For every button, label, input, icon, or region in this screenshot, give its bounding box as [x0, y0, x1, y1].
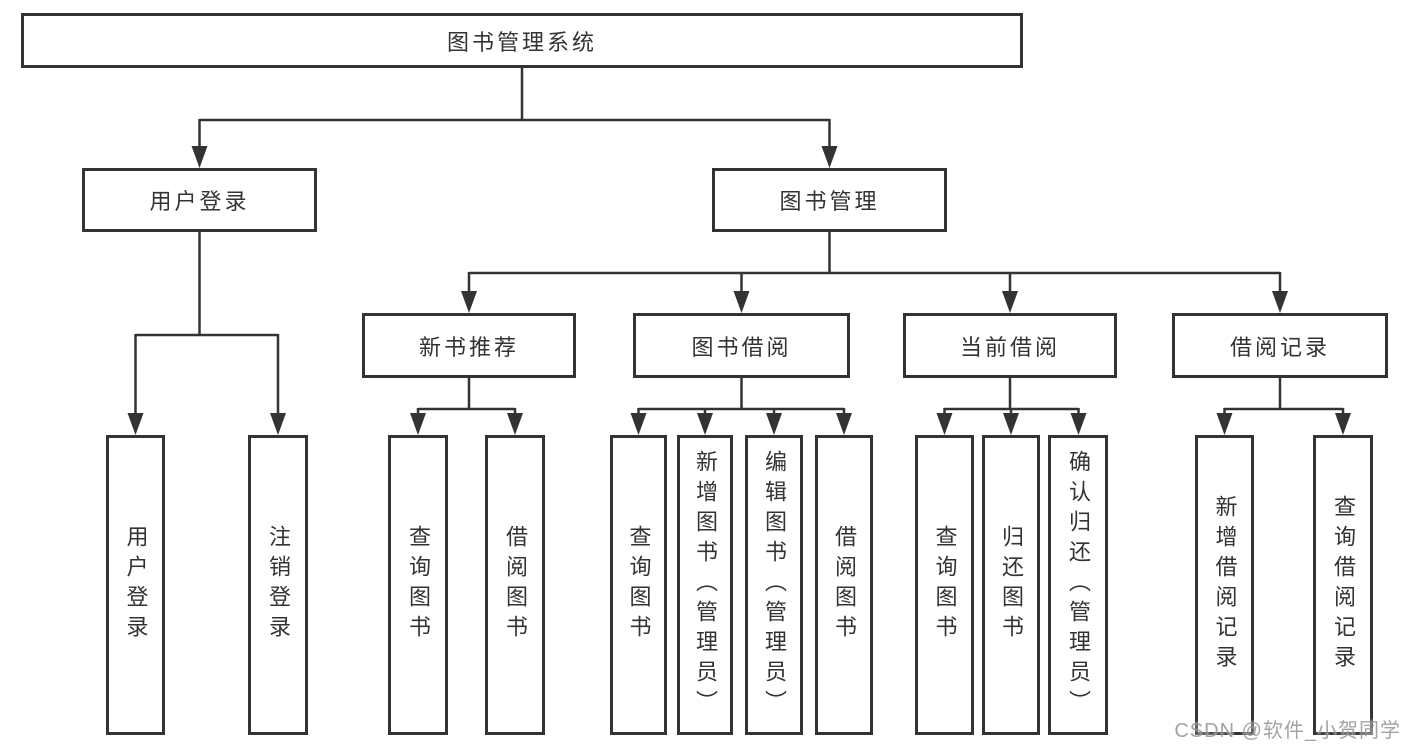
node-user-login: 用户登录: [82, 168, 317, 232]
node-logout: 注销登录: [248, 435, 308, 735]
node-borrow-books: 借阅图书: [815, 435, 873, 735]
node-label: 用户登录: [123, 525, 149, 645]
node-confirm-return-admin: 确认归还（管理员）: [1048, 435, 1108, 735]
node-label: 编辑图书（管理员）: [762, 450, 787, 720]
node-label: 借阅图书: [503, 525, 528, 645]
node-current-borrowing: 当前借阅: [903, 313, 1117, 378]
node-label: 注销登录: [266, 525, 291, 645]
node-library-management-system: 图书管理系统: [21, 13, 1023, 68]
node-book-borrowing: 图书借阅: [633, 313, 850, 378]
node-query-books-current: 查询图书: [915, 435, 974, 735]
node-label: 新增图书（管理员）: [693, 450, 718, 720]
node-label: 归还图书: [999, 525, 1024, 645]
node-label: 查询借阅记录: [1331, 495, 1356, 675]
csdn-watermark: CSDN @软件_小贺同学: [1174, 720, 1401, 742]
node-label: 图书借阅: [691, 334, 792, 360]
node-query-books-borrow: 查询图书: [610, 435, 667, 735]
node-label: 用户登录: [149, 189, 250, 214]
node-label: 借阅记录: [1229, 334, 1330, 360]
node-label: 图书管理: [779, 189, 880, 214]
node-user-login-leaf: 用户登录: [106, 435, 165, 735]
node-borrow-books-recommend: 借阅图书: [485, 435, 545, 735]
node-label: 新增借阅记录: [1212, 495, 1238, 675]
node-label: 查询图书: [406, 525, 431, 645]
node-query-books-recommend: 查询图书: [388, 435, 448, 735]
node-new-book-recommendation: 新书推荐: [362, 313, 576, 378]
node-label: 确认归还（管理员）: [1066, 450, 1091, 720]
node-query-borrow-record: 查询借阅记录: [1313, 435, 1373, 735]
node-label: 查询图书: [626, 525, 652, 645]
node-label: 图书管理系统: [446, 29, 597, 55]
node-book-management: 图书管理: [712, 168, 947, 232]
node-label: 查询图书: [932, 525, 958, 645]
node-return-books: 归还图书: [982, 435, 1040, 735]
node-edit-books-admin: 编辑图书（管理员）: [745, 435, 803, 735]
node-add-borrow-record: 新增借阅记录: [1195, 435, 1254, 735]
node-add-books-admin: 新增图书（管理员）: [677, 435, 733, 735]
node-label: 借阅图书: [832, 525, 857, 645]
node-label: 新书推荐: [418, 334, 519, 360]
arrowheads: [127, 146, 1351, 435]
node-borrowing-records: 借阅记录: [1172, 313, 1388, 378]
node-label: 当前借阅: [959, 334, 1060, 360]
